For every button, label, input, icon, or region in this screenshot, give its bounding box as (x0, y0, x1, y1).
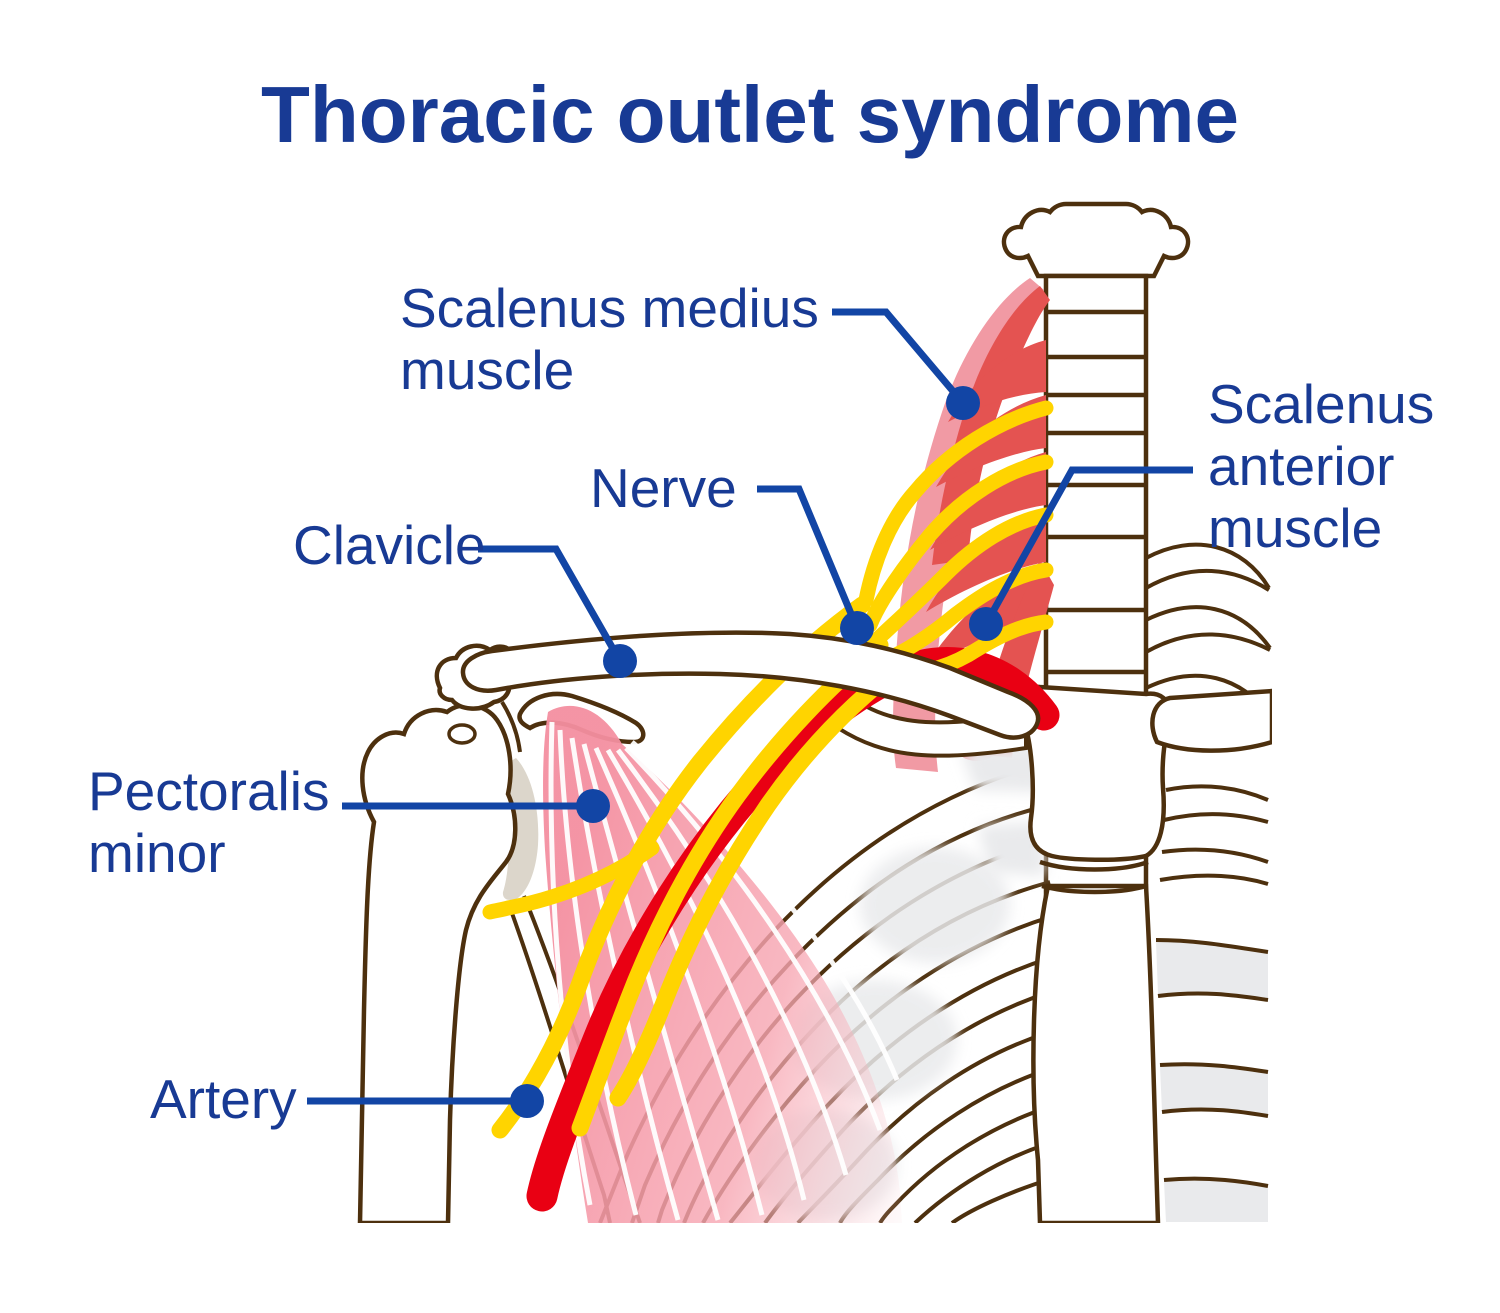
label-pectoralis-line1: Pectoralis (88, 760, 329, 822)
brachial-plexus-nerves (482, 400, 1054, 1139)
label-scalenus-medius: Scalenus medius muscle (400, 277, 819, 401)
pectoralis-dot (576, 789, 610, 823)
label-nerve-line1: Nerve (590, 457, 737, 519)
label-scalenus-anterior-line1: Scalenus (1208, 373, 1434, 435)
label-clavicle: Clavicle (293, 514, 486, 576)
label-scalenus-anterior-line3: muscle (1208, 497, 1382, 559)
label-artery-line1: Artery (150, 1068, 297, 1130)
label-scalenus-anterior: Scalenus anterior muscle (1208, 373, 1434, 559)
label-pectoralis-minor: Pectoralis minor (88, 760, 329, 884)
humerus (357, 702, 518, 1223)
label-scalenus-medius-line2: muscle (400, 339, 574, 401)
label-artery: Artery (150, 1068, 297, 1130)
scalenus-medius-leader (832, 308, 966, 406)
marker-dots (510, 386, 1003, 1118)
leader-lines (307, 308, 1193, 1105)
label-scalenus-medius-line1: Scalenus medius (400, 277, 819, 339)
label-pectoralis-line2: minor (88, 822, 226, 884)
clavicle-dot (603, 644, 637, 678)
artery-dot (510, 1084, 544, 1118)
glenoid-shadow (502, 758, 539, 900)
scalenus-anterior-dot (969, 607, 1003, 641)
nerve-leader (757, 485, 861, 630)
sternum-body (1031, 883, 1161, 1223)
lower-right-ribs (1155, 784, 1269, 1222)
nerve-branch (482, 840, 660, 920)
scalenus-medius-dot (946, 386, 980, 420)
pectoralis-minor-muscle (543, 705, 902, 1223)
scalenus-anterior-leader (982, 466, 1193, 626)
label-nerve: Nerve (590, 457, 737, 519)
right-clavicle-stub (1150, 688, 1272, 753)
sternum (1020, 684, 1172, 1223)
bicipital-groove (447, 723, 477, 745)
atlas-vertebra (1001, 201, 1191, 279)
nerve-dot (840, 611, 874, 645)
label-scalenus-anterior-line2: anterior (1208, 435, 1394, 497)
manubrium (1020, 684, 1172, 862)
clavicle-leader (478, 545, 624, 663)
label-clavicle-line1: Clavicle (293, 514, 486, 576)
page-title: Thoracic outlet syndrome (261, 70, 1239, 159)
shoulder-bones (357, 643, 646, 1223)
